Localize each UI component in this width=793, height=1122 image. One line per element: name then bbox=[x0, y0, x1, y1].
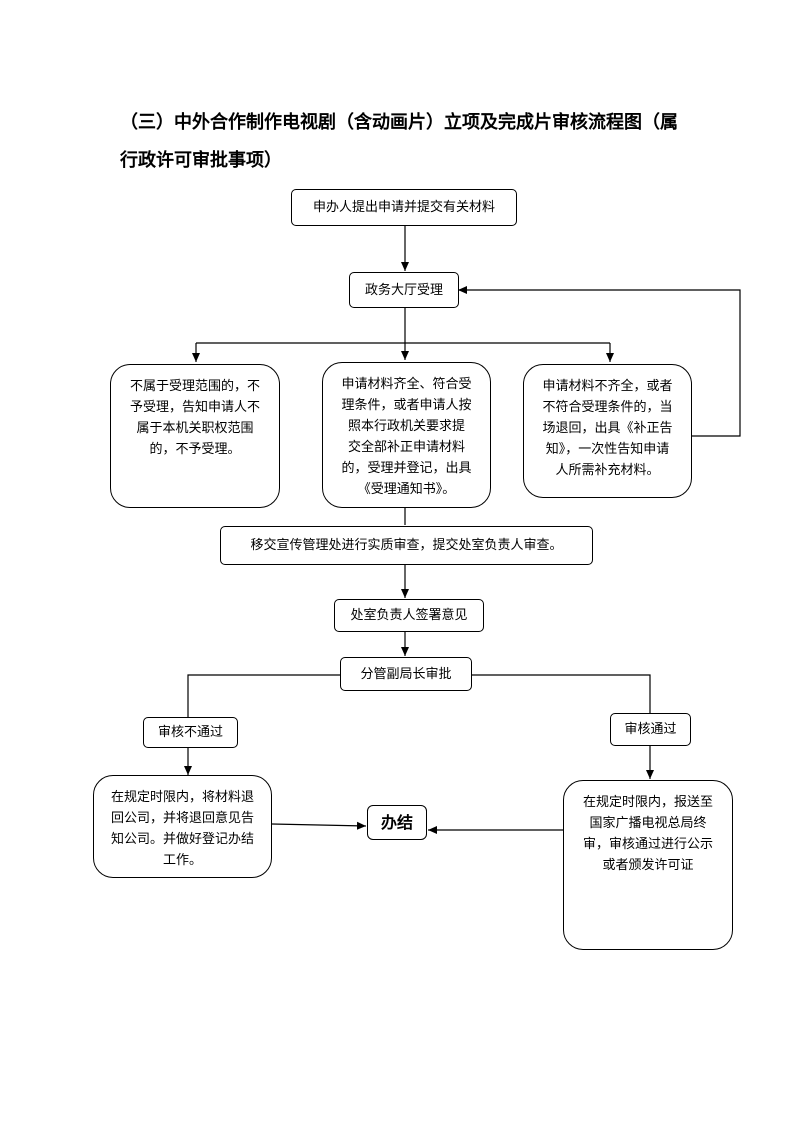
node-return-materials-label: 在规定时限内，将材料退 回公司，并将退回意见告 知公司。并做好登记办结 工作。 bbox=[110, 790, 254, 868]
node-complete: 申请材料齐全、符合受 理条件，或者申请人按 照本行政机关要求提 交全部补正申请材… bbox=[322, 362, 491, 508]
page-title: （三）中外合作制作电视剧（含动画片）立项及完成片审核流程图（属 行政许可审批事项… bbox=[120, 104, 690, 180]
node-submit: 申办人提出申请并提交有关材料 bbox=[291, 189, 517, 226]
node-approve-label: 分管副局长审批 bbox=[360, 666, 452, 682]
node-approve: 分管副局长审批 bbox=[340, 657, 472, 691]
node-return-materials: 在规定时限内，将材料退 回公司，并将退回意见告 知公司。并做好登记办结 工作。 bbox=[93, 775, 272, 878]
node-end-label: 办结 bbox=[380, 813, 413, 832]
node-fail-label: 审核不通过 bbox=[157, 725, 223, 740]
node-accept: 政务大厅受理 bbox=[349, 272, 459, 308]
title-line-1: （三）中外合作制作电视剧（含动画片）立项及完成片审核流程图（属 bbox=[120, 112, 678, 133]
node-accept-label: 政务大厅受理 bbox=[364, 282, 443, 298]
node-report: 在规定时限内，报送至 国家广播电视总局终 审，审核通过进行公示 或者颁发许可证 bbox=[563, 780, 733, 950]
node-report-label: 在规定时限内，报送至 国家广播电视总局终 审，审核通过进行公示 或者颁发许可证 bbox=[582, 795, 713, 873]
node-submit-label: 申办人提出申请并提交有关材料 bbox=[312, 200, 495, 215]
node-end: 办结 bbox=[367, 805, 427, 840]
line-approve-to-fail bbox=[187, 674, 340, 717]
node-sign: 处室负责人签署意见 bbox=[334, 599, 484, 632]
node-complete-label: 申请材料齐全、符合受 理条件，或者申请人按 照本行政机关要求提 交全部补正申请材… bbox=[341, 377, 472, 497]
loop-back-line bbox=[458, 286, 741, 437]
node-reject: 不属于受理范围的，不 予受理，告知申请人不 属于本机关职权范围 的，不予受理。 bbox=[110, 364, 280, 508]
node-pass: 审核通过 bbox=[610, 713, 691, 746]
line-approve-to-pass bbox=[472, 674, 651, 713]
node-transfer: 移交宣传管理处进行实质审查，提交处室负责人审查。 bbox=[220, 526, 593, 565]
node-transfer-label: 移交宣传管理处进行实质审查，提交处室负责人审查。 bbox=[250, 538, 563, 553]
node-incomplete-label: 申请材料不齐全，或者 不符合受理条件的，当 场退回，出具《补正告 知》，一次性告… bbox=[542, 379, 673, 478]
node-pass-label: 审核通过 bbox=[624, 722, 677, 737]
node-fail: 审核不通过 bbox=[143, 717, 238, 748]
title-line-2: 行政许可审批事项） bbox=[120, 150, 282, 171]
node-incomplete: 申请材料不齐全，或者 不符合受理条件的，当 场退回，出具《补正告 知》，一次性告… bbox=[523, 364, 692, 498]
node-sign-label: 处室负责人签署意见 bbox=[350, 608, 468, 623]
arrow-return-to-end bbox=[271, 821, 367, 830]
node-reject-label: 不属于受理范围的，不 予受理，告知申请人不 属于本机关职权范围 的，不予受理。 bbox=[129, 379, 260, 457]
